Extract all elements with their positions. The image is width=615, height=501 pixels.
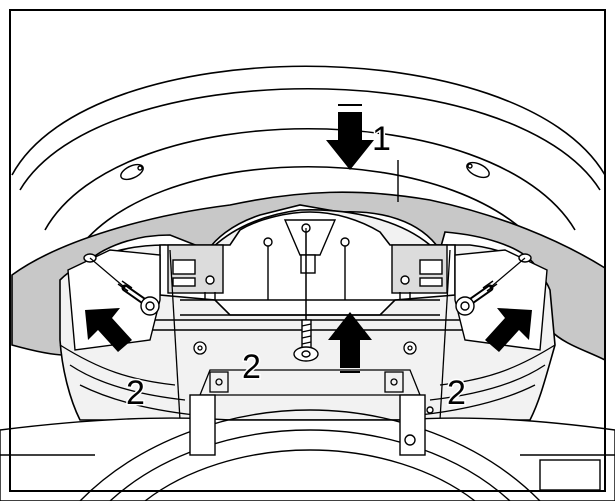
arrow-left-diagonal-icon <box>85 308 132 352</box>
arrow-down-icon <box>326 104 374 170</box>
lower-fascia-lines <box>59 249 556 421</box>
screw-right <box>455 257 526 316</box>
arch-clip-tabs <box>120 161 490 181</box>
left-clip-block <box>167 244 224 300</box>
arrow-up-icon <box>328 312 372 373</box>
wheel-arch-lines <box>11 65 606 263</box>
callout-label-screw-center: 2 <box>242 348 261 386</box>
arrow-right-diagonal-icon <box>485 308 532 352</box>
subframe <box>0 394 615 501</box>
mount-holes <box>193 341 417 355</box>
callout-label-screw-right: 2 <box>447 374 466 412</box>
screw-center <box>293 319 319 362</box>
callout-label-screw-left: 2 <box>126 374 145 412</box>
callout-label-panel: 1 <box>372 120 391 158</box>
screw-left <box>89 257 160 316</box>
frame-border <box>9 9 606 492</box>
right-clip-block <box>391 244 448 300</box>
